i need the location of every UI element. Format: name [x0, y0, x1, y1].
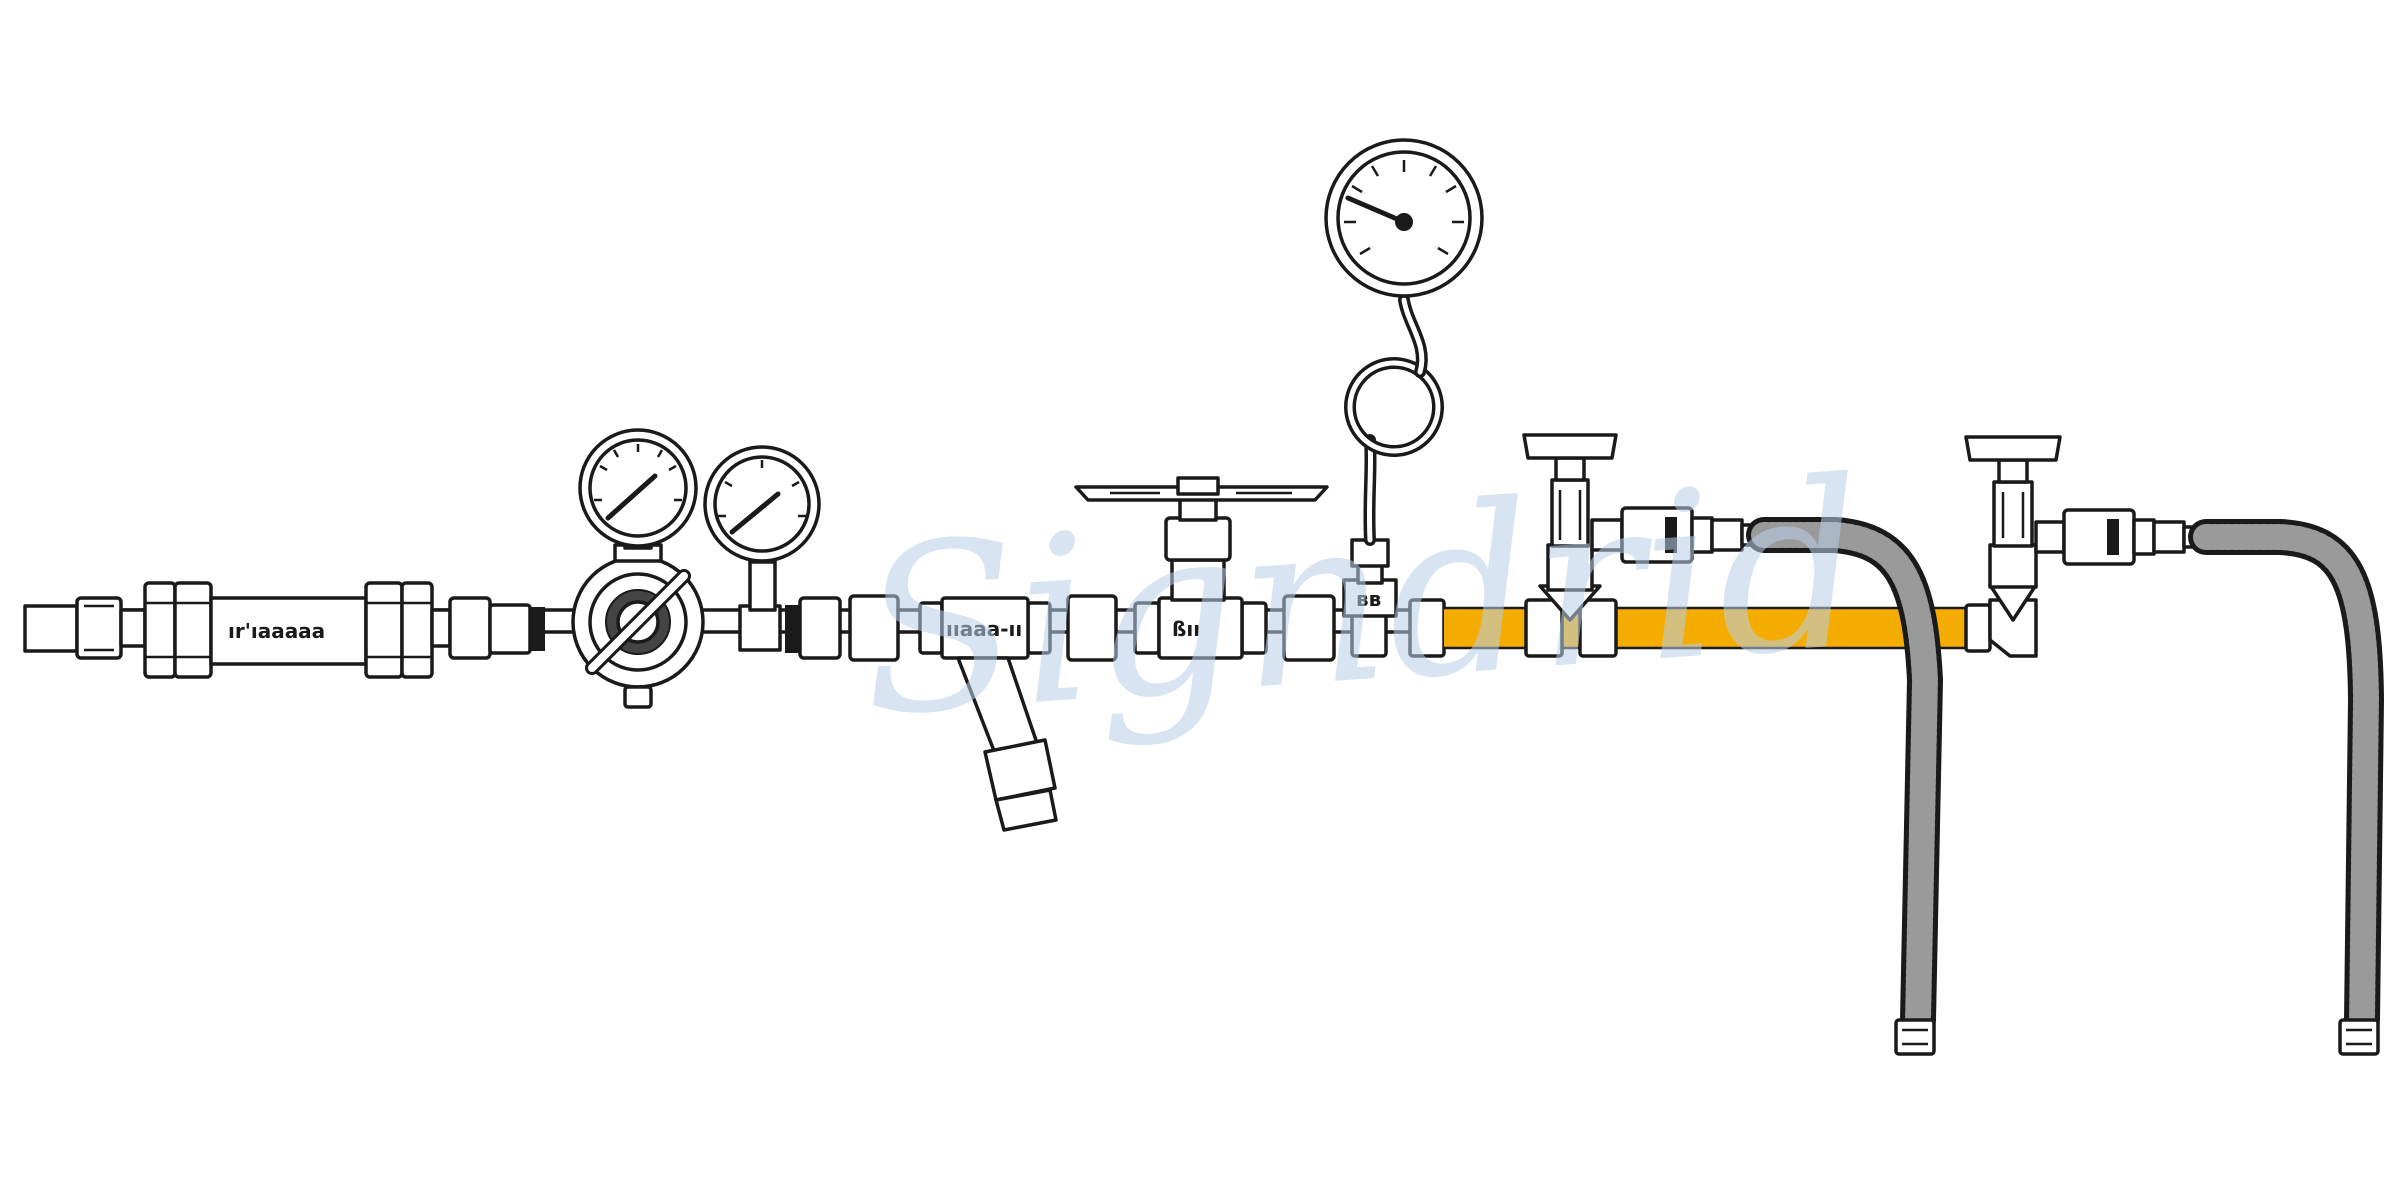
inlet-pressure-gauge: [578, 428, 698, 550]
braided-hose-1: [1746, 517, 1943, 1056]
gauge-fitting-label: ʙʙ: [1356, 587, 1381, 611]
outlet-gauge-needle: [729, 491, 781, 535]
inlet-pipe: [23, 596, 123, 660]
tee-fitting: ııaaa-ıı: [940, 596, 1058, 832]
branch-valve-2: [1964, 435, 2208, 658]
watermark: Signdrid: [852, 432, 1873, 768]
fitting-chain: [785, 594, 1446, 662]
branch-valve-2-handle[interactable]: [1964, 435, 2062, 462]
pressure-gauge-siphon: ʙʙ: [1324, 138, 1484, 618]
valve-body-label: ßıı: [1172, 617, 1200, 641]
tee-fitting-label: ııaaa-ıı: [946, 617, 1022, 641]
inlet-fitting: [448, 596, 545, 660]
regulator: [571, 543, 782, 709]
outlet-pressure-gauge: [703, 445, 821, 564]
filter-housing: ır'ıaaaaa: [119, 581, 452, 679]
braided-hose-2: [2188, 519, 2384, 1056]
branch-valve-1-handle[interactable]: [1522, 433, 1618, 460]
filter-body-label: ır'ıaaaaa: [228, 619, 325, 643]
gate-valve: ßıı: [1074, 476, 1329, 660]
inlet-gauge-needle: [605, 473, 658, 521]
branch-valve-1: [1522, 433, 1766, 658]
gauge-needle: [1345, 195, 1407, 225]
